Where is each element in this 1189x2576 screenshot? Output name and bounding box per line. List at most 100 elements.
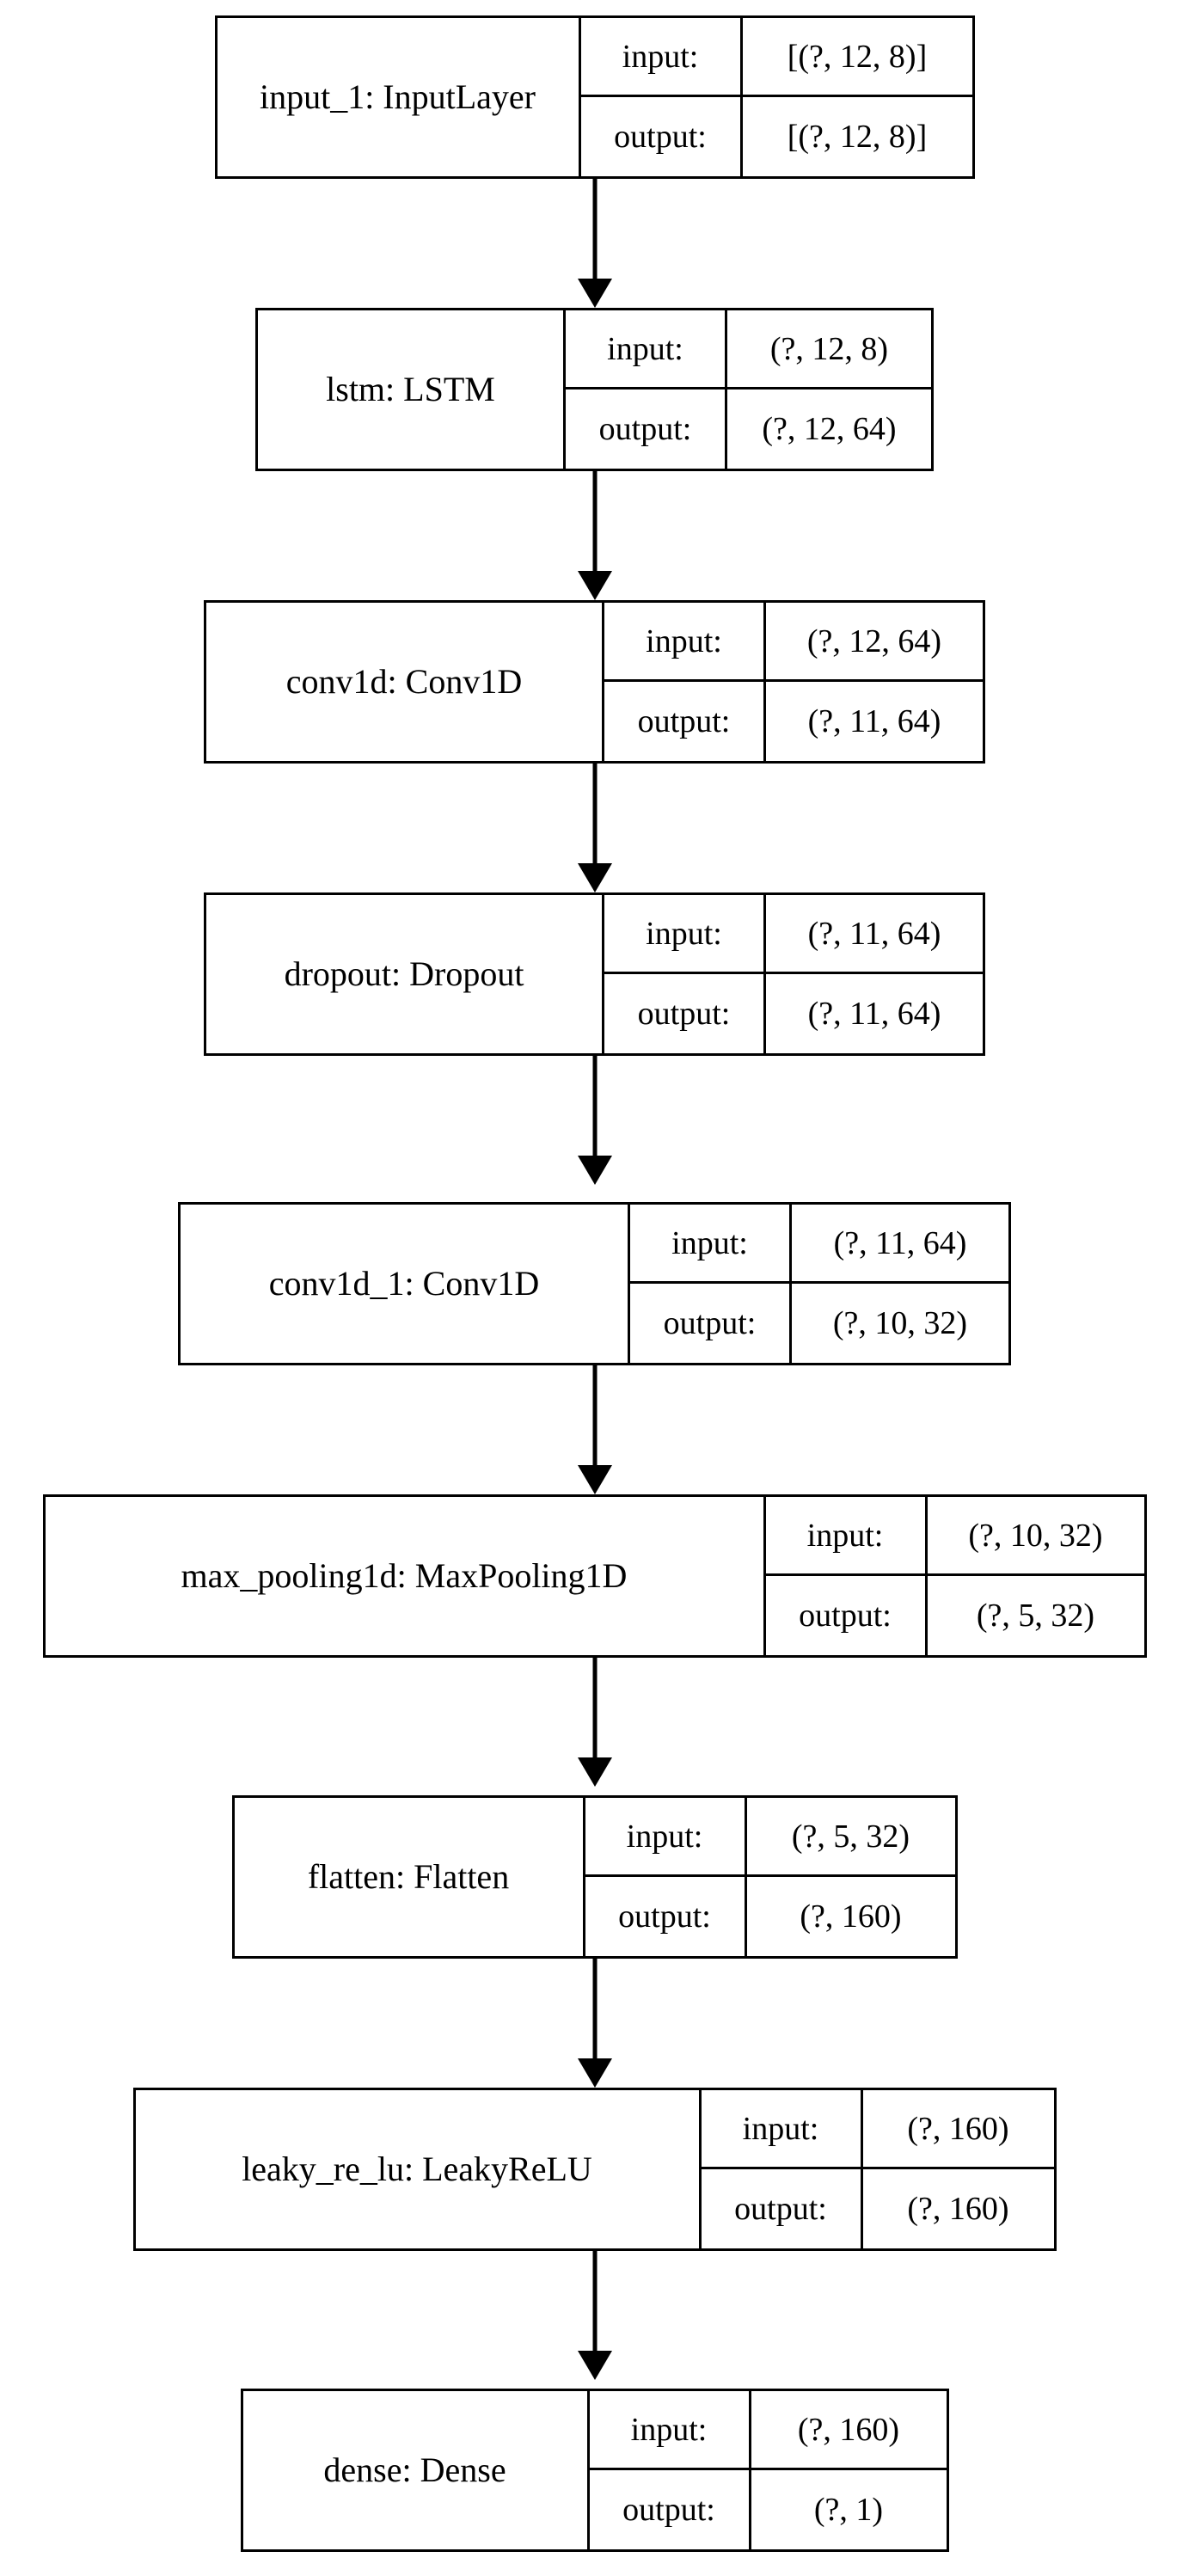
layer-io-output-row: output: (?, 160)	[702, 2169, 1054, 2248]
io-input-shape: (?, 160)	[860, 2090, 1054, 2167]
io-input-label: input:	[622, 38, 699, 75]
io-output-shape: (?, 160)	[744, 1877, 955, 1956]
arrowhead-icon	[577, 1156, 612, 1185]
layer-io-output-row: output: (?, 1)	[590, 2470, 947, 2549]
io-input-label: input:	[646, 915, 722, 952]
layer-node-title: lstm: LSTM	[326, 370, 495, 408]
layer-node-title: conv1d_1: Conv1D	[268, 1264, 540, 1303]
io-input-label: input:	[671, 1224, 748, 1261]
edge-arrow-flatten-to-leaky-re-lu	[577, 1959, 612, 2088]
io-input-shape: [(?, 12, 8)]	[739, 18, 972, 95]
edge-line	[592, 1056, 597, 1156]
io-output-label: output:	[663, 1305, 757, 1341]
layer-node-flatten[interactable]: flatten: Flatten input: (?, 5, 32) outpu…	[231, 1795, 958, 1959]
io-output-label: output:	[637, 996, 731, 1032]
layer-node-dropout[interactable]: dropout: Dropout input: (?, 11, 64) outp…	[204, 892, 985, 1056]
edge-arrow-input-1-to-lstm	[577, 179, 612, 308]
layer-node-lstm[interactable]: lstm: LSTM input: (?, 12, 8) output: (?,…	[255, 308, 934, 471]
layer-node-dense[interactable]: dense: Dense input: (?, 160) output: (?,…	[240, 2389, 949, 2552]
io-input-shape: (?, 11, 64)	[789, 1205, 1008, 1281]
layer-node-title: conv1d: Conv1D	[285, 662, 523, 701]
edge-line	[592, 1658, 597, 1757]
io-output-shape: (?, 1)	[748, 2470, 947, 2549]
arrowhead-icon	[577, 863, 612, 892]
io-input-label: input:	[607, 330, 683, 367]
io-output-label: output:	[734, 2191, 827, 2227]
io-output-shape: (?, 11, 64)	[763, 682, 983, 761]
io-input-shape: (?, 5, 32)	[744, 1798, 955, 1874]
io-output-shape: [(?, 12, 8)]	[739, 97, 972, 176]
layer-io-output-row: output: (?, 11, 64)	[604, 974, 983, 1053]
layer-node-row: lstm: LSTM input: (?, 12, 8) output: (?,…	[0, 308, 1189, 471]
edge-line	[592, 1959, 597, 2058]
edge-line	[592, 471, 597, 571]
layer-node-max-pooling1d[interactable]: max_pooling1d: MaxPooling1D input: (?, 1…	[42, 1494, 1147, 1658]
layer-io-table: input: (?, 5, 32) output: (?, 160)	[582, 1798, 955, 1956]
layer-io-table: input: (?, 160) output: (?, 1)	[586, 2391, 947, 2549]
layer-io-input-row: input: (?, 10, 32)	[765, 1497, 1144, 1576]
edge-line	[592, 764, 597, 863]
layer-io-output-row: output: (?, 5, 32)	[766, 1576, 1144, 1655]
io-input-shape: (?, 160)	[748, 2391, 947, 2468]
layer-node-input-1[interactable]: input_1: InputLayer input: [(?, 12, 8)] …	[214, 15, 975, 179]
layer-io-table: input: (?, 12, 64) output: (?, 11, 64)	[602, 603, 983, 761]
arrowhead-icon	[577, 571, 612, 600]
layer-io-input-row: input: (?, 12, 8)	[566, 310, 931, 389]
layer-node-title: flatten: Flatten	[307, 1857, 510, 1896]
layer-io-table: input: [(?, 12, 8)] output: [(?, 12, 8)]	[578, 18, 972, 176]
edge-arrow-max-pooling1d-to-flatten	[577, 1658, 612, 1787]
layer-node-row: dropout: Dropout input: (?, 11, 64) outp…	[0, 892, 1189, 1056]
io-input-label: input:	[630, 2411, 708, 2448]
edge-line	[592, 1365, 597, 1465]
layer-node-row: input_1: InputLayer input: [(?, 12, 8)] …	[0, 15, 1189, 179]
layer-node-conv1d-1[interactable]: conv1d_1: Conv1D input: (?, 11, 64) outp…	[178, 1202, 1011, 1365]
arrowhead-icon	[577, 1465, 612, 1494]
edge-arrow-lstm-to-conv1d	[577, 471, 612, 600]
arrowhead-icon	[577, 1757, 612, 1787]
io-output-label: output:	[637, 703, 731, 739]
layer-io-table: input: (?, 12, 8) output: (?, 12, 64)	[563, 310, 931, 469]
io-input-label: input:	[626, 1818, 703, 1855]
io-output-label: output:	[598, 411, 692, 447]
layer-io-input-row: input: (?, 11, 64)	[630, 1205, 1008, 1284]
io-input-shape: (?, 12, 64)	[763, 603, 983, 679]
edge-line	[592, 179, 597, 279]
layer-io-table: input: (?, 160) output: (?, 160)	[698, 2090, 1054, 2248]
io-output-shape: (?, 10, 32)	[789, 1284, 1008, 1363]
io-output-label: output:	[799, 1598, 892, 1634]
io-input-label: input:	[806, 1517, 884, 1554]
layer-io-output-row: output: (?, 12, 64)	[566, 389, 931, 469]
edge-arrow-dropout-to-conv1d-1	[577, 1056, 612, 1185]
arrowhead-icon	[577, 2058, 612, 2088]
io-output-label: output:	[614, 119, 707, 155]
io-output-label: output:	[618, 1898, 711, 1935]
layer-io-output-row: output: (?, 10, 32)	[630, 1284, 1008, 1363]
edge-arrow-conv1d-1-to-max-pooling1d	[577, 1365, 612, 1494]
layer-io-input-row: input: (?, 160)	[701, 2090, 1054, 2169]
layer-io-output-row: output: [(?, 12, 8)]	[581, 97, 972, 176]
io-output-label: output:	[622, 2492, 715, 2528]
layer-node-row: conv1d_1: Conv1D input: (?, 11, 64) outp…	[0, 1202, 1189, 1365]
layer-node-row: max_pooling1d: MaxPooling1D input: (?, 1…	[0, 1494, 1189, 1658]
layer-io-input-row: input: [(?, 12, 8)]	[580, 18, 972, 97]
layer-node-title: dropout: Dropout	[284, 954, 524, 993]
layer-io-input-row: input: (?, 5, 32)	[585, 1798, 955, 1877]
layer-node-row: leaky_re_lu: LeakyReLU input: (?, 160) o…	[0, 2088, 1189, 2251]
layer-node-leaky-re-lu[interactable]: leaky_re_lu: LeakyReLU input: (?, 160) o…	[132, 2088, 1057, 2251]
layer-node-row: conv1d: Conv1D input: (?, 12, 64) output…	[0, 600, 1189, 764]
layer-node-title: input_1: InputLayer	[259, 77, 536, 116]
layer-io-input-row: input: (?, 160)	[589, 2391, 947, 2470]
edge-line	[592, 2251, 597, 2351]
io-input-shape: (?, 11, 64)	[763, 895, 983, 972]
io-output-shape: (?, 5, 32)	[924, 1576, 1144, 1655]
layer-node-title: dense: Dense	[323, 2450, 506, 2489]
layer-node-title: leaky_re_lu: LeakyReLU	[242, 2150, 592, 2188]
layer-io-input-row: input: (?, 11, 64)	[604, 895, 983, 974]
layer-io-output-row: output: (?, 160)	[585, 1877, 955, 1956]
edge-arrow-leaky-re-lu-to-dense	[577, 2251, 612, 2380]
arrowhead-icon	[577, 2351, 612, 2380]
layer-node-row: dense: Dense input: (?, 160) output: (?,…	[0, 2389, 1189, 2552]
layer-node-conv1d[interactable]: conv1d: Conv1D input: (?, 12, 64) output…	[204, 600, 985, 764]
io-output-shape: (?, 12, 64)	[725, 389, 931, 469]
